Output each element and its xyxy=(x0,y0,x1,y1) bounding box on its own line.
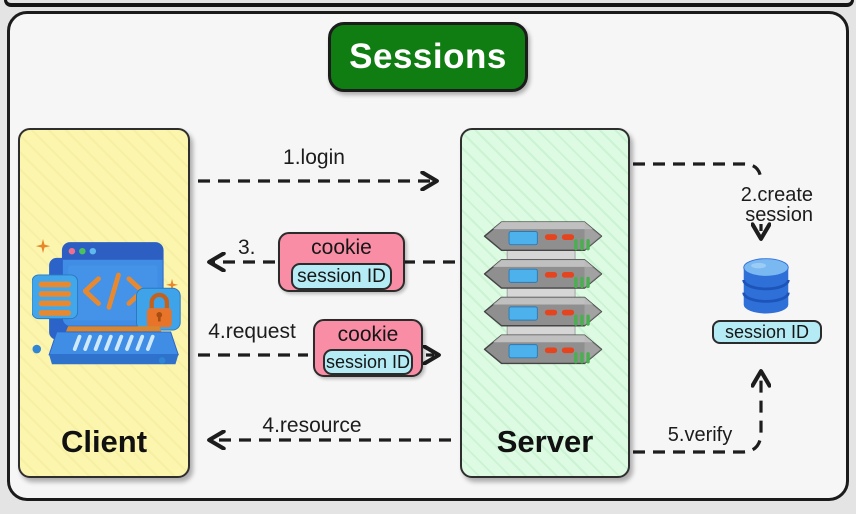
sparkle-icon xyxy=(35,238,51,254)
db-session-id-chip: session ID xyxy=(712,320,822,344)
keyboard-keys xyxy=(72,334,155,351)
login-label: 1.login xyxy=(283,146,345,169)
resource-label: 4.resource xyxy=(262,414,362,437)
server-box: Server xyxy=(460,128,630,478)
session-id-chip: session ID xyxy=(323,349,413,375)
server-unit xyxy=(483,259,603,289)
server-unit xyxy=(483,334,603,365)
diagram-title: Sessions xyxy=(328,22,528,92)
create-session-label: 2.create session xyxy=(740,184,813,226)
server-label: Server xyxy=(496,424,594,459)
server-unit xyxy=(483,296,603,327)
diagram-title-text: Sessions xyxy=(349,37,507,76)
laptop-code-illustration xyxy=(32,238,181,365)
lock-icon xyxy=(146,292,172,328)
session-id-chip: session ID xyxy=(291,263,392,290)
step3-label: 3. xyxy=(238,236,256,259)
server-unit xyxy=(483,221,603,252)
cookie-box-request: cookie session ID xyxy=(313,319,423,377)
request-label: 4.request xyxy=(208,320,296,343)
cookie-title: cookie xyxy=(337,323,399,346)
server-stack-illustration xyxy=(483,221,603,365)
verify-label: 5.verify xyxy=(667,424,733,446)
client-label: Client xyxy=(60,424,148,459)
outer-frame-edge xyxy=(4,0,854,7)
client-box: Client xyxy=(18,128,190,478)
cookie-title: cookie xyxy=(311,236,372,259)
cookie-box-response: cookie session ID xyxy=(278,232,405,292)
text-lines-icon xyxy=(38,281,71,316)
sparkle-icon xyxy=(165,278,179,291)
database-cylinder-icon xyxy=(742,258,790,314)
